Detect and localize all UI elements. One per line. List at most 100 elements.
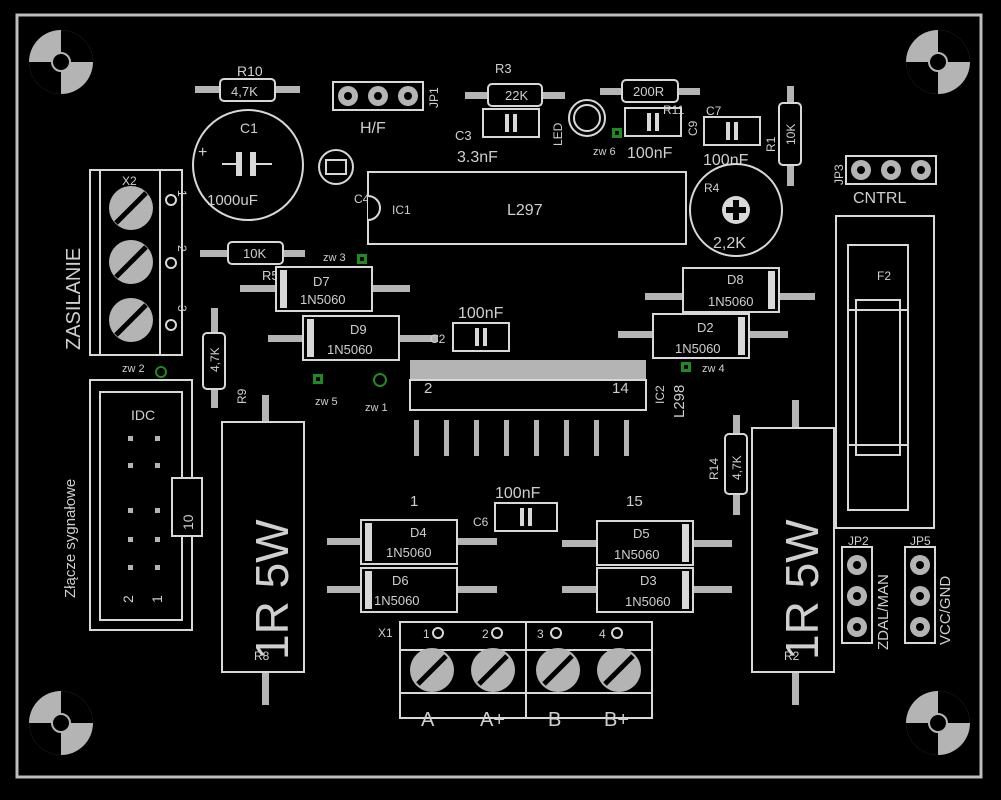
diode-d3: D3 1N5060 [562, 567, 732, 613]
idc-pin1: 1 [149, 595, 165, 603]
capacitor-c2: C2 100nF [430, 305, 510, 352]
d8-part: 1N5060 [708, 294, 754, 309]
r5-name: R5 [262, 268, 279, 283]
d3-name: D3 [640, 573, 657, 588]
c7-name: C7 [706, 104, 722, 118]
diode-d5: D5 1N5060 [562, 520, 732, 566]
resistor-r11: 200R R11 [600, 79, 700, 117]
via-zw4: zw 4 [681, 362, 725, 375]
d7-name: D7 [313, 274, 330, 289]
x1-label-a: A [421, 709, 435, 731]
diode-d4: D4 1N5060 [327, 519, 497, 565]
resistor-r2: 1R 5W R2 [751, 400, 835, 705]
r9-name: R9 [235, 388, 249, 404]
via-zw6: zw 6 [593, 128, 622, 158]
zw3-label: zw 3 [323, 252, 346, 264]
zw2-label: zw 2 [122, 363, 145, 375]
d5-name: D5 [633, 526, 650, 541]
c9-value: 100nF [627, 145, 673, 162]
regulator-small: C4 [318, 149, 370, 206]
r1-value: 10K [784, 124, 798, 145]
r3-name: R3 [495, 61, 512, 76]
resistor-r1: 10K R1 [764, 86, 802, 186]
idc-pin2: 2 [120, 595, 136, 603]
r10-name: R10 [237, 63, 263, 79]
diode-d9: D9 1N5060 [268, 315, 438, 361]
diode-d6: D6 1N5060 [327, 567, 497, 613]
c6-value: 100nF [495, 485, 541, 502]
zw4-label: zw 4 [702, 363, 725, 375]
zw1-label: zw 1 [365, 402, 388, 414]
terminal-x2: 1 2 3 X2 ZASILANIE [63, 169, 189, 356]
x2-value: ZASILANIE [63, 248, 85, 350]
r2-value: 1R 5W [776, 519, 828, 660]
mounting-hole-bottom-left [29, 691, 93, 755]
ic1-value: L297 [507, 202, 543, 219]
svg-text:+: + [198, 144, 207, 161]
x1-pin2: 2 [482, 627, 489, 641]
ic2-name: IC2 [653, 385, 667, 404]
x1-label-b: B [548, 709, 561, 731]
r11-value: 200R [633, 84, 664, 99]
r3-value: 22K [505, 88, 528, 103]
f2-name: F2 [877, 269, 891, 283]
x1-pin4: 4 [599, 627, 606, 641]
mounting-hole-top-left [29, 30, 93, 94]
jumper-jp3: JP3 CNTRL [832, 155, 937, 207]
fuse-f2: F2 [835, 215, 935, 529]
capacitor-c1: + C1 1000uF [192, 109, 304, 221]
ic2-pin14: 14 [612, 380, 629, 397]
r5-value: 10K [243, 246, 266, 261]
x1-name: X1 [378, 626, 393, 640]
capacitor-c9: C9 100nF [624, 107, 700, 162]
r9-value: 4,7K [208, 347, 222, 372]
c1-value: 1000uF [207, 192, 258, 209]
d2-name: D2 [697, 320, 714, 335]
d7-part: 1N5060 [300, 292, 346, 307]
jumper-jp2: JP2 ZDAL/MAN [841, 534, 892, 650]
x2-pin1: 1 [175, 190, 189, 197]
trimmer-r4: R4 2,2K [689, 163, 783, 257]
capacitor-c3: C3 3.3nF [455, 108, 540, 166]
resistor-r5: 10K R5 [200, 241, 305, 283]
c1-name: C1 [240, 120, 258, 136]
r14-name: R14 [707, 458, 721, 480]
d6-name: D6 [392, 573, 409, 588]
d4-name: D4 [410, 525, 427, 540]
r8-name: R8 [254, 649, 270, 663]
mounting-hole-top-right [906, 30, 970, 94]
terminal-x1: X1 1 2 3 4 A A+ B B+ [378, 621, 653, 731]
d2-part: 1N5060 [675, 341, 721, 356]
x2-pin3: 3 [175, 305, 189, 312]
c3-name: C3 [455, 128, 472, 143]
jp5-value: VCC/GND [937, 576, 954, 645]
c4-name: C4 [354, 192, 370, 206]
d8-name: D8 [727, 272, 744, 287]
ic1-l297: IC1 L297 [367, 171, 687, 245]
r2-name: R2 [784, 649, 800, 663]
zw6-label: zw 6 [593, 146, 616, 158]
r10-value: 4,7K [231, 84, 258, 99]
ic1-name: IC1 [392, 203, 411, 217]
via-zw5: zw 5 [313, 374, 338, 408]
c9-name: C9 [686, 120, 700, 136]
d9-part: 1N5060 [327, 342, 373, 357]
jumper-jp5: JP5 VCC/GND [904, 534, 954, 645]
c7-value: 100nF [703, 152, 749, 169]
ic2-l298: 2 14 1 15 IC2 L298 [409, 360, 688, 510]
led-name: LED [551, 122, 565, 146]
idc-name: IDC [131, 407, 155, 423]
c6-name: C6 [473, 515, 489, 529]
resistor-r9: 4,7K R9 [202, 308, 249, 408]
via-zw1: zw 1 [365, 373, 388, 414]
c2-value: 100nF [458, 305, 504, 322]
x1-pin3: 3 [537, 627, 544, 641]
r4-value: 2,2K [713, 235, 746, 252]
jp2-name: JP2 [848, 534, 869, 548]
diode-d8: D8 1N5060 [645, 267, 815, 313]
d9-name: D9 [350, 322, 367, 337]
via-zw3: zw 3 [323, 252, 367, 264]
d4-part: 1N5060 [386, 545, 432, 560]
diode-d2: D2 1N5060 [618, 313, 788, 359]
